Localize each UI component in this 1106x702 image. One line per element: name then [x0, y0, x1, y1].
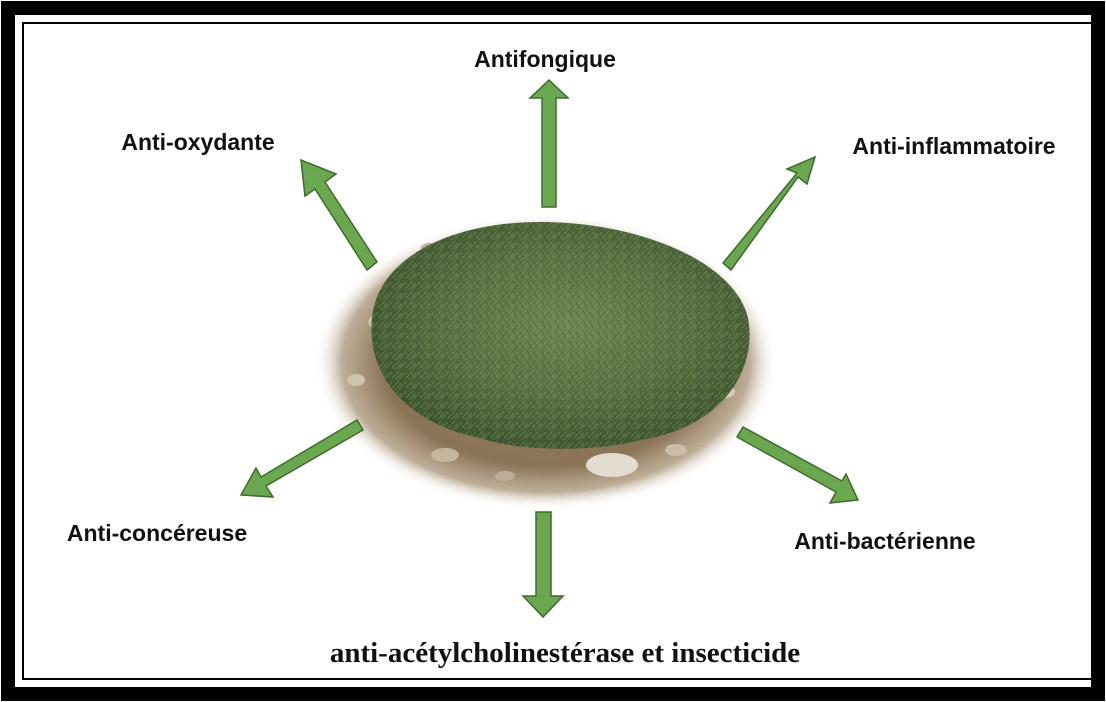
arrow-down	[523, 512, 563, 617]
label-antifongique: Antifongique	[474, 46, 616, 72]
plant-shrub-photo	[314, 214, 778, 510]
label-anti-bacterienne: Anti-bactérienne	[794, 528, 975, 554]
label-anti-acetylcholinesterase: anti-acétylcholinestérase et insecticide	[330, 637, 800, 669]
arrow-up-left	[301, 160, 377, 270]
arrow-up-right	[723, 157, 815, 270]
arrow-down-right	[737, 427, 858, 503]
label-anti-concereuse: Anti-concéreuse	[67, 520, 247, 546]
arrow-up	[530, 80, 568, 207]
label-anti-oxydante: Anti-oxydante	[121, 129, 274, 155]
label-anti-inflammatoire: Anti-inflammatoire	[852, 133, 1055, 159]
arrow-down-left	[241, 420, 363, 497]
